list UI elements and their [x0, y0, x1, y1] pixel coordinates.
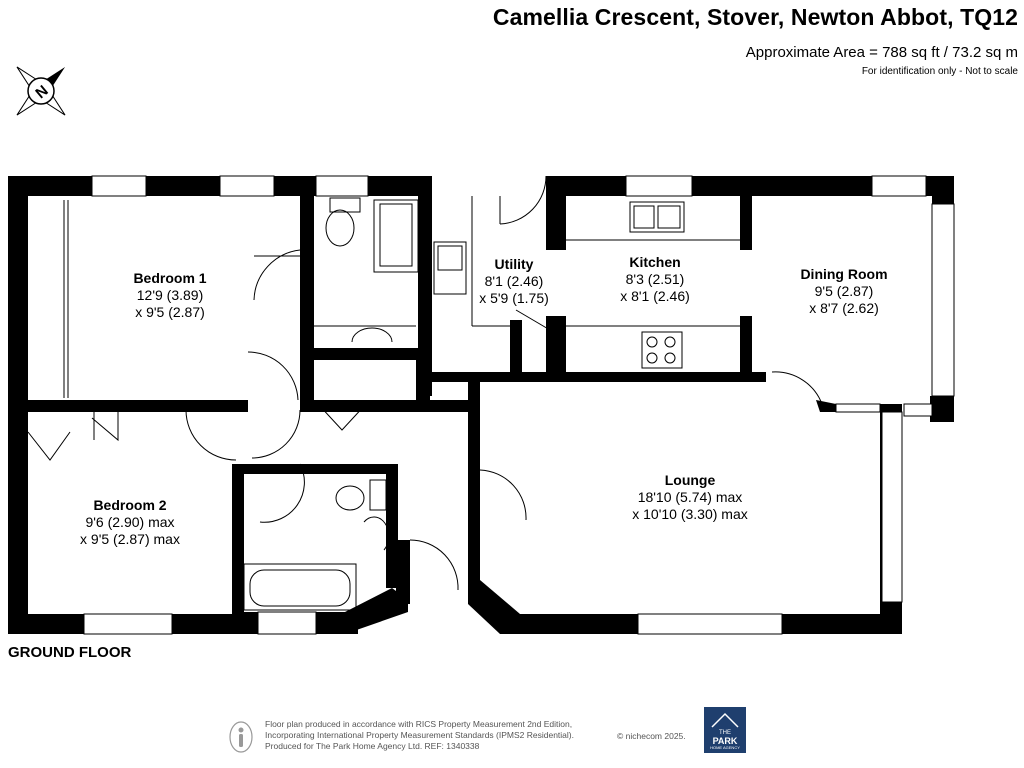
room-utility: Utility 8'1 (2.46) x 5'9 (1.75) [462, 256, 566, 307]
room-bedroom-2: Bedroom 2 9'6 (2.90) max x 9'5 (2.87) ma… [60, 497, 200, 548]
footer-disclaimer: Floor plan produced in accordance with R… [265, 719, 574, 752]
room-dimension: 8'3 (2.51) [625, 271, 685, 287]
room-name: Lounge [664, 472, 716, 488]
walls [8, 176, 954, 634]
logo-text: PARK [712, 736, 738, 746]
windows [83, 175, 955, 635]
room-dimension: 12'9 (3.89) [136, 287, 204, 303]
logo-text: THE [719, 730, 731, 736]
footer-line: Floor plan produced in accordance with R… [265, 719, 573, 729]
room-name: Dining Room [800, 266, 888, 282]
room-name: Kitchen [629, 254, 681, 270]
room-dimension: x 9'5 (2.87) [135, 304, 205, 320]
room-dimension: x 8'7 (2.62) [809, 300, 879, 316]
house-roof-icon [711, 712, 739, 728]
room-dimension: x 10'10 (3.30) max [632, 506, 748, 522]
room-kitchen: Kitchen 8'3 (2.51) x 8'1 (2.46) [600, 254, 710, 305]
room-bedroom-1: Bedroom 1 12'9 (3.89) x 9'5 (2.87) [110, 270, 230, 321]
info-person-icon [229, 721, 253, 753]
room-lounge: Lounge 18'10 (5.74) max x 10'10 (3.30) m… [610, 472, 770, 523]
room-dimension: x 8'1 (2.46) [620, 288, 690, 304]
floor-label: GROUND FLOOR [8, 644, 132, 661]
room-dimension: 8'1 (2.46) [484, 273, 544, 289]
compass-icon: N [16, 66, 66, 116]
fixtures [27, 175, 823, 611]
room-name: Bedroom 1 [133, 270, 207, 286]
footer-line: Produced for The Park Home Agency Ltd. R… [265, 741, 480, 751]
approximate-area: Approximate Area = 788 sq ft / 73.2 sq m [745, 44, 1018, 61]
room-name: Utility [494, 256, 534, 272]
logo-text: HOME AGENCY [710, 745, 740, 750]
room-name: Bedroom 2 [93, 497, 167, 513]
room-dimension: x 9'5 (2.87) max [80, 531, 180, 547]
room-dimension: 18'10 (5.74) max [637, 489, 743, 505]
copyright: © nichecom 2025. [617, 731, 686, 741]
agency-logo: THE PARK HOME AGENCY [704, 707, 746, 753]
room-dimension: 9'6 (2.90) max [85, 514, 175, 530]
room-dining: Dining Room 9'5 (2.87) x 8'7 (2.62) [784, 266, 904, 317]
room-dimension: x 5'9 (1.75) [479, 290, 549, 306]
footer-line: Incorporating International Property Mea… [265, 730, 574, 740]
room-dimension: 9'5 (2.87) [814, 283, 874, 299]
scale-note: For identification only - Not to scale [861, 66, 1018, 77]
property-address: Camellia Crescent, Stover, Newton Abbot,… [492, 4, 1018, 30]
